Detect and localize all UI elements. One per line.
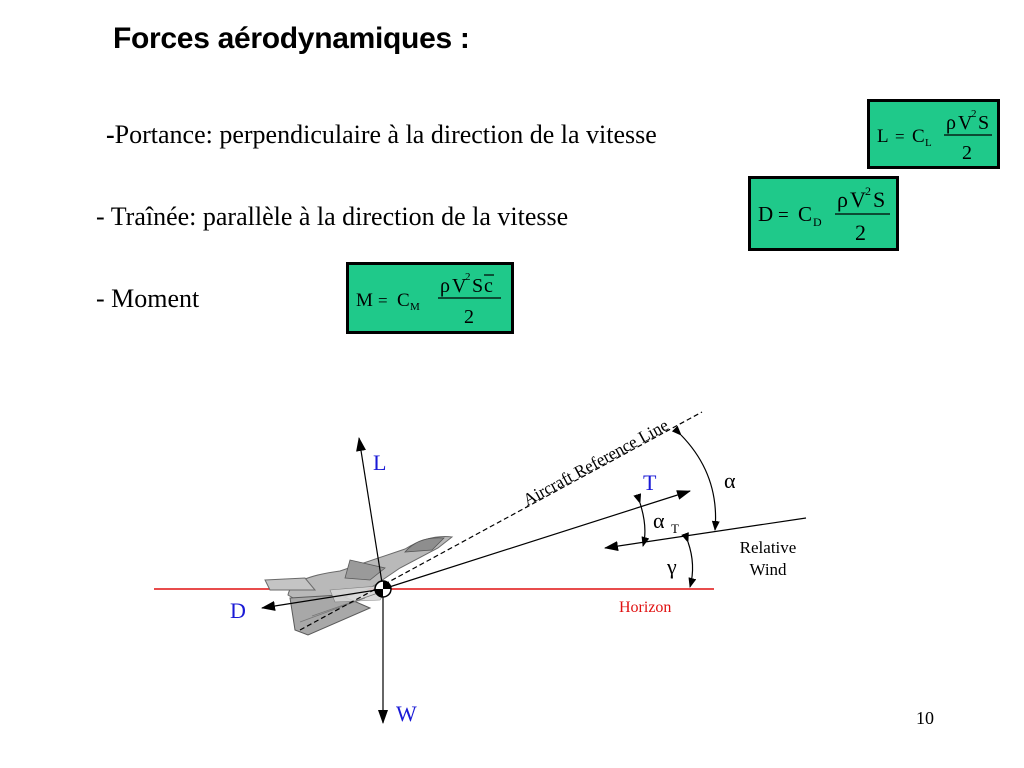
formula-denominator: 2 xyxy=(464,306,474,328)
gamma-arc xyxy=(681,532,697,588)
formula-equals: = xyxy=(895,127,905,146)
formula-rho: ρ xyxy=(837,187,848,212)
formula-subscript: M xyxy=(410,301,420,313)
bullet-trainee: - Traînée: parallèle à la direction de l… xyxy=(96,202,569,231)
formula-subscript: D xyxy=(813,215,822,229)
drag-arrow xyxy=(261,588,384,611)
formula-equals: = xyxy=(778,205,789,226)
center-of-gravity-icon xyxy=(374,580,392,598)
slide-title: Forces aérodynamiques : xyxy=(113,22,470,55)
formula-surface: S xyxy=(873,187,885,212)
formula-lhs: D xyxy=(758,202,773,226)
horizon-label: Horizon xyxy=(619,599,671,616)
formula-rho: ρ xyxy=(440,275,450,297)
bullet-portance-text: Portance: perpendiculaire à la direction… xyxy=(114,120,657,149)
bullet-portance: -Portance: perpendiculaire à la directio… xyxy=(106,120,657,150)
lift-arrow xyxy=(356,437,384,590)
reference-line-label: Aircraft Reference Line xyxy=(520,415,672,509)
formula-velocity: V xyxy=(958,112,973,134)
formula-denominator: 2 xyxy=(962,142,972,164)
alpha-label: α xyxy=(724,468,736,493)
alpha-t-arc xyxy=(633,493,650,547)
alpha-t-subscript: T xyxy=(671,521,679,536)
formula-coefficient: C xyxy=(912,126,925,147)
bullet-moment: - Moment xyxy=(96,284,200,313)
lift-label: L xyxy=(373,450,386,475)
formula-subscript: L xyxy=(925,137,932,149)
formula-mean-chord: c xyxy=(484,275,493,297)
formula-lift-box: L = C L ρ V 2 S 2 xyxy=(867,99,1000,169)
bullet-dash: - xyxy=(106,120,115,149)
gamma-label: γ xyxy=(666,554,677,579)
alpha-arc xyxy=(671,425,720,531)
formula-exponent: 2 xyxy=(865,184,871,198)
drag-label: D xyxy=(230,598,246,623)
formula-equals: = xyxy=(378,291,388,310)
forces-diagram: L D T W α α T γ Relative Wind Horizon Ai… xyxy=(154,411,807,726)
reference-line xyxy=(299,411,703,631)
formula-coefficient: C xyxy=(397,290,410,311)
formula-velocity: V xyxy=(850,187,866,212)
formula-denominator: 2 xyxy=(855,220,866,245)
relative-wind-label-line1: Relative xyxy=(740,538,797,557)
formula-moment-box: M = C M ρ V 2 S c 2 xyxy=(346,262,514,334)
weight-label: W xyxy=(396,701,417,726)
page-number: 10 xyxy=(916,708,934,728)
formula-surface: S xyxy=(978,112,989,134)
aircraft-icon xyxy=(264,536,454,636)
thrust-label: T xyxy=(643,470,657,495)
formula-velocity: V xyxy=(452,275,467,297)
formula-exponent: 2 xyxy=(465,271,471,283)
formula-rho: ρ xyxy=(946,112,956,134)
relative-wind-label-line2: Wind xyxy=(749,560,787,579)
formula-drag-box: D = C D ρ V 2 S 2 xyxy=(748,176,899,251)
formula-exponent: 2 xyxy=(971,108,977,120)
formula-coefficient: C xyxy=(798,202,812,226)
formula-surface: S xyxy=(472,275,483,297)
alpha-t-label: α xyxy=(653,508,665,533)
formula-lhs: M xyxy=(356,290,373,311)
formula-lhs: L xyxy=(877,126,889,147)
